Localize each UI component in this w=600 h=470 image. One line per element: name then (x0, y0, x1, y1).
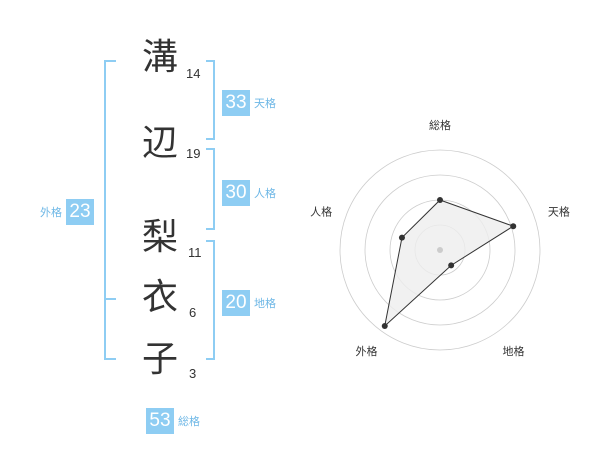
stroke-count-5: 3 (189, 366, 197, 381)
kanji-3: 梨 (141, 217, 178, 258)
stroke-count-4: 6 (189, 305, 197, 320)
soukaku-value: 53 (146, 408, 174, 434)
radar-axis-label-1: 総格 (429, 118, 451, 132)
jinkaku-bracket (206, 148, 215, 230)
radar-ring (339, 149, 541, 351)
radar-point-4 (381, 323, 388, 330)
chikaku-value: 20 (222, 290, 250, 316)
radar-ring (364, 174, 516, 326)
radar-data-area (383, 199, 515, 328)
kanji-2: 辺 (141, 123, 178, 164)
radar-axis-label-4: 外格 (356, 344, 378, 358)
stroke-count-2: 19 (186, 146, 201, 161)
tenkaku-value: 33 (222, 90, 250, 116)
radar-point-3 (448, 262, 455, 269)
tenkaku-score: 33 天格 (222, 90, 276, 116)
kanji-5: 子 (141, 339, 178, 380)
gaikaku-value: 23 (66, 199, 94, 225)
kanji-4: 衣 (141, 277, 178, 318)
radar-points (381, 197, 517, 330)
tenkaku-label: 天格 (254, 97, 276, 110)
radar-point-2 (510, 223, 517, 230)
stroke-count-1: 14 (186, 66, 201, 81)
radar-axis-label-2: 天格 (548, 204, 570, 218)
radar-point-1 (437, 197, 443, 203)
chikaku-score: 20 地格 (222, 290, 276, 316)
gaikaku-bracket (104, 60, 116, 360)
chikaku-bracket (206, 240, 215, 360)
radar-axis-label-5: 人格 (310, 204, 332, 218)
chikaku-label: 地格 (254, 297, 276, 310)
gaikaku-bracket-divider (104, 298, 116, 300)
radar-point-5 (398, 234, 405, 241)
radar-center-dot (437, 247, 443, 253)
jinkaku-value: 30 (222, 180, 250, 206)
jinkaku-label: 人格 (254, 187, 276, 200)
jinkaku-score: 30 人格 (222, 180, 276, 206)
soukaku-label: 総格 (178, 415, 200, 428)
gaikaku-label: 外格 (40, 206, 62, 219)
kanji-1: 溝 (141, 37, 178, 78)
stroke-count-3: 11 (188, 245, 202, 260)
radar-axis-label-3: 地格 (502, 344, 524, 358)
tenkaku-bracket (206, 60, 215, 140)
soukaku-score: 53 総格 (146, 408, 200, 434)
gaikaku-score: 外格 23 (40, 199, 94, 225)
